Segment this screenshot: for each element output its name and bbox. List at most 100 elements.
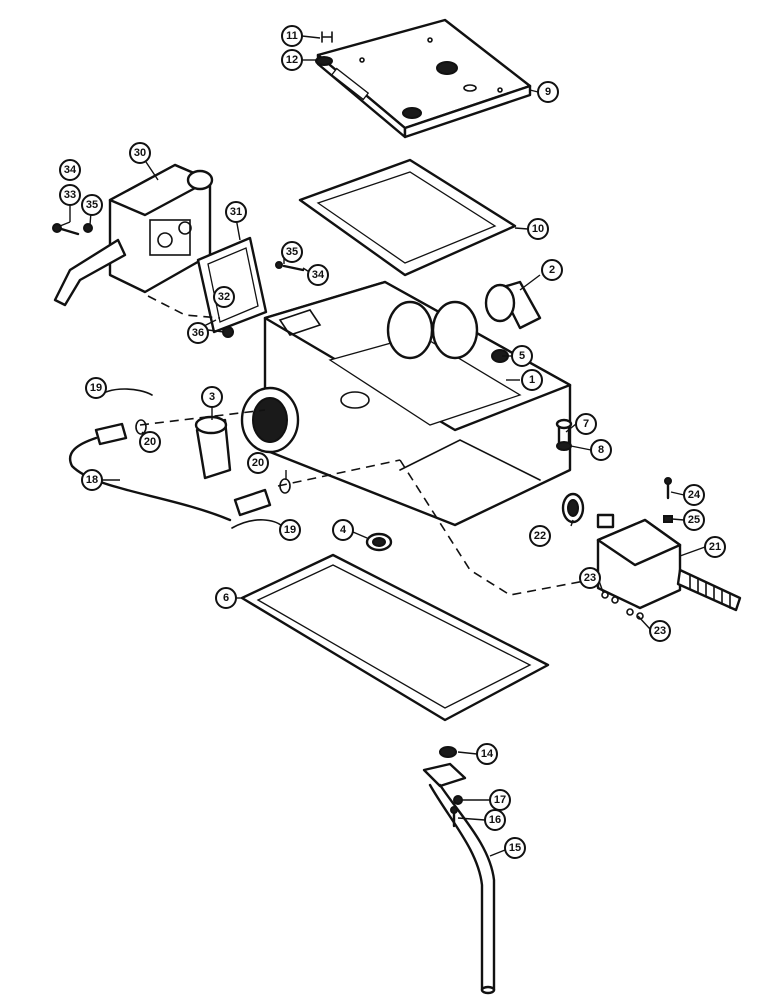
callout-34b: 34 <box>307 264 329 286</box>
callout-20a-label: 20 <box>144 436 156 448</box>
callout-19a: 19 <box>85 377 107 399</box>
callout-5: 5 <box>511 345 533 367</box>
washer-8 <box>556 441 572 451</box>
callout-34b-label: 34 <box>312 269 325 281</box>
callout-18-label: 18 <box>86 474 98 486</box>
callout-10-label: 10 <box>532 223 544 235</box>
callout-5-label: 5 <box>519 350 525 362</box>
callout-24: 24 <box>683 484 705 506</box>
washer-17 <box>453 795 463 805</box>
callout-20b-label: 20 <box>252 457 264 469</box>
callout-15: 15 <box>504 837 526 859</box>
callout-20b: 20 <box>247 452 269 474</box>
callout-9-label: 9 <box>545 86 551 98</box>
callout-20a: 20 <box>139 431 161 453</box>
callout-8: 8 <box>590 439 612 461</box>
callout-4: 4 <box>332 519 354 541</box>
callout-6-label: 6 <box>223 592 229 604</box>
bushing-3 <box>194 415 232 480</box>
callout-2-label: 2 <box>549 264 555 276</box>
bolt-34b <box>275 261 305 272</box>
callout-14: 14 <box>476 743 498 765</box>
callout-11: 11 <box>281 25 303 47</box>
screw-24 <box>664 477 672 500</box>
cover-gasket <box>298 158 517 277</box>
callout-36-label: 36 <box>192 327 204 339</box>
callout-22: 22 <box>529 525 551 547</box>
callout-15-label: 15 <box>509 842 521 854</box>
callout-34a: 34 <box>59 159 81 181</box>
callout-31-label: 31 <box>230 206 242 218</box>
callout-30: 30 <box>129 142 151 164</box>
callout-35b-label: 35 <box>286 246 298 258</box>
bolt-33 <box>52 223 80 236</box>
lift-valve-assembly <box>596 513 742 612</box>
callout-24-label: 24 <box>688 489 701 501</box>
callout-25-label: 25 <box>688 514 700 526</box>
callout-32: 32 <box>213 286 235 308</box>
control-valve-body <box>53 163 214 307</box>
callout-17: 17 <box>489 789 511 811</box>
callout-23b-label: 23 <box>654 625 666 637</box>
callout-34a-label: 34 <box>64 164 77 176</box>
callout-35a: 35 <box>81 194 103 216</box>
callout-23b: 23 <box>649 620 671 642</box>
callout-19b: 19 <box>279 519 301 541</box>
callout-9: 9 <box>537 81 559 103</box>
seal-22 <box>561 492 585 524</box>
callout-31: 31 <box>225 201 247 223</box>
callout-33-label: 33 <box>64 189 76 201</box>
callout-19b-label: 19 <box>284 524 296 536</box>
callout-1-label: 1 <box>529 374 535 386</box>
callout-12-label: 12 <box>286 54 298 66</box>
callout-14-label: 14 <box>481 748 494 760</box>
main-housing <box>240 280 572 527</box>
screen-bracket <box>422 762 467 788</box>
callout-17-label: 17 <box>494 794 506 806</box>
bolt-7 <box>555 418 573 446</box>
callout-6: 6 <box>215 587 237 609</box>
callout-35a-label: 35 <box>86 199 98 211</box>
hydraulic-line-18 <box>69 422 272 522</box>
callout-4-label: 4 <box>340 524 347 536</box>
callout-16: 16 <box>484 809 506 831</box>
callout-33: 33 <box>59 184 81 206</box>
plug-12 <box>315 56 333 66</box>
callout-18: 18 <box>81 469 103 491</box>
callout-16-label: 16 <box>489 814 501 826</box>
clip-11 <box>321 31 333 43</box>
bushing-2 <box>484 280 542 330</box>
plug-14 <box>439 746 457 758</box>
bottom-gasket <box>240 553 550 722</box>
callout-22-label: 22 <box>534 530 546 542</box>
callout-32-label: 32 <box>218 291 230 303</box>
callout-21-label: 21 <box>709 541 721 553</box>
callout-8-label: 8 <box>598 444 604 456</box>
seal-4 <box>365 532 393 552</box>
callout-2: 2 <box>541 259 563 281</box>
plug-36 <box>222 326 234 338</box>
callout-7: 7 <box>575 413 597 435</box>
suction-tube <box>428 783 496 995</box>
callout-23a-label: 23 <box>584 572 596 584</box>
callout-21: 21 <box>704 536 726 558</box>
callout-23a: 23 <box>579 567 601 589</box>
washer-35a <box>83 223 93 233</box>
assembly-dash-lines <box>139 295 591 596</box>
callout-1: 1 <box>521 369 543 391</box>
callout-12: 12 <box>281 49 303 71</box>
wire-19b <box>231 519 283 529</box>
nut-25 <box>663 515 673 523</box>
callout-7-label: 7 <box>583 418 589 430</box>
callout-25: 25 <box>683 509 705 531</box>
callout-19a-label: 19 <box>90 382 102 394</box>
callout-3-label: 3 <box>209 391 215 403</box>
callout-11-label: 11 <box>286 30 298 42</box>
callout-36: 36 <box>187 322 209 344</box>
callout-35b: 35 <box>281 241 303 263</box>
top-cover-plate <box>316 18 532 139</box>
callout-3: 3 <box>201 386 223 408</box>
callout-10: 10 <box>527 218 549 240</box>
callout-30-label: 30 <box>134 147 146 159</box>
